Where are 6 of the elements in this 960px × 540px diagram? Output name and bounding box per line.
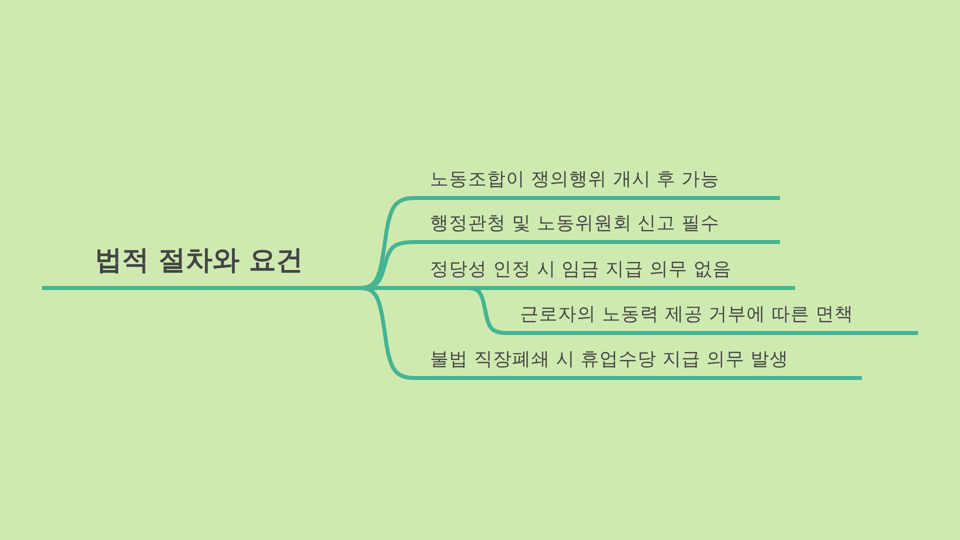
topic-text: 노동조합이 쟁의행위 개시 후 가능	[430, 168, 720, 191]
topic-text: 불법 직장폐쇄 시 휴업수당 지급 의무 발생	[430, 348, 788, 371]
topic-text: 법적 절차와 요건	[95, 244, 303, 278]
topic-text: 근로자의 노동력 제공 거부에 따른 면책	[520, 303, 854, 326]
topic-text: 정당성 인정 시 임금 지급 의무 없음	[430, 258, 732, 281]
topic-text: 행정관청 및 노동위원회 신고 필수	[430, 212, 720, 235]
